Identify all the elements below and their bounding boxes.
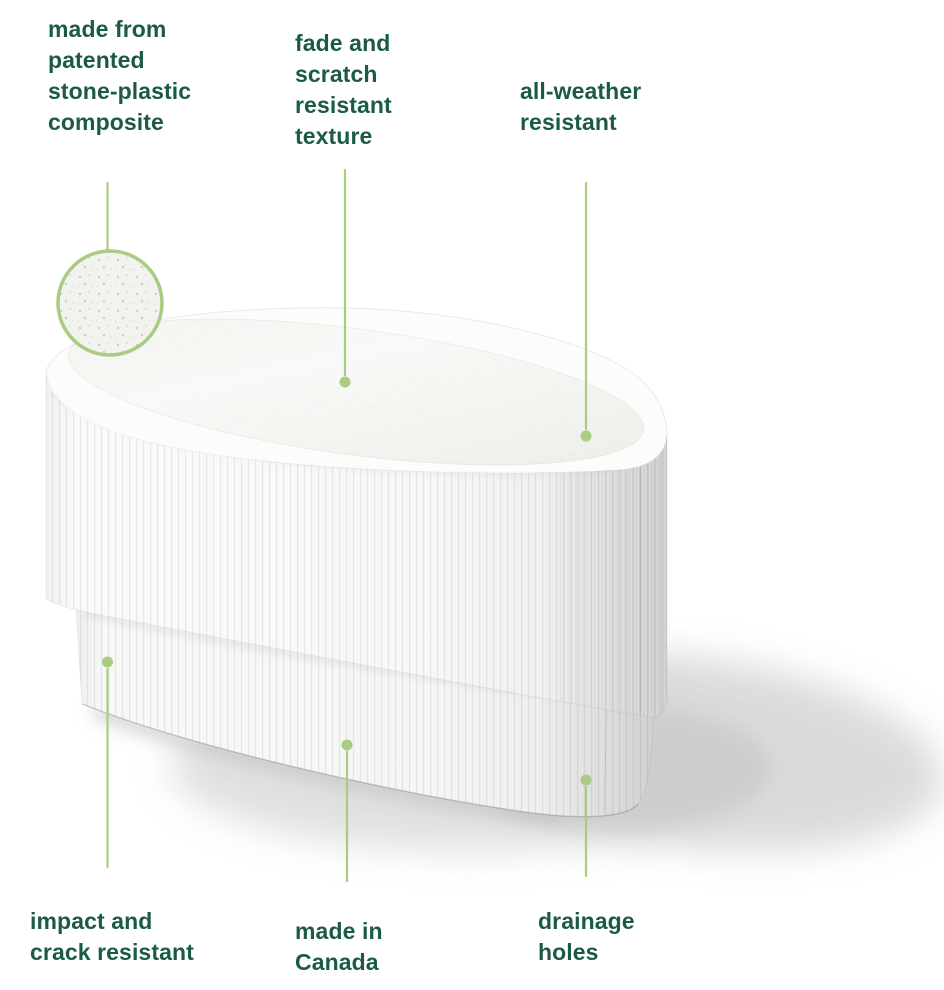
magnifier-ring [56, 249, 164, 357]
callout-label-made-in-canada: made in Canada [295, 918, 383, 975]
body-right-end-shading [560, 432, 667, 718]
callout-dot-bottom-right [580, 774, 592, 786]
callout-dot-bottom-center [341, 739, 353, 751]
planter-rim [45, 307, 668, 474]
callout-label-drainage-holes: drainage holes [538, 908, 635, 965]
base-bottom-edge [81, 703, 639, 818]
callout-label-stone-plastic-composite: made from patented stone-plastic composi… [48, 16, 192, 135]
opening-speckle-texture [68, 318, 644, 466]
callout-dot-bottom-left [102, 656, 113, 668]
callout-label-all-weather-resistant: all-weather resistant [520, 78, 642, 135]
texture-magnifier [56, 249, 164, 357]
callout-dot-top-right [580, 430, 592, 442]
planter-base [75, 605, 655, 818]
callout-label-impact-crack-resistant: impact and crack resistant [30, 908, 194, 965]
callout-connectors [102, 168, 592, 883]
base-corner-line [603, 696, 608, 815]
magnifier-speckle-texture [58, 251, 162, 355]
callout-dot-top-center [339, 376, 351, 388]
callout-label-fade-scratch-resistant: fade and scratch resistant texture [295, 30, 392, 149]
